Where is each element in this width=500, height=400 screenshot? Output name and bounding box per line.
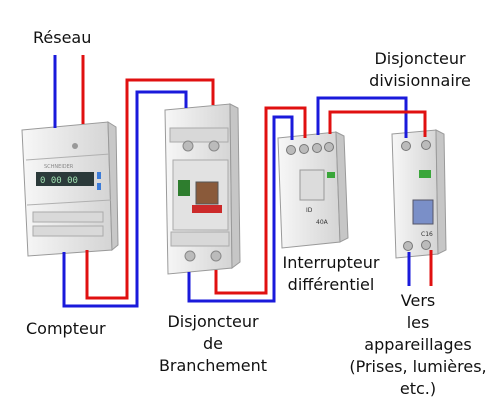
compteur-device: 0 00 00 SCHNEIDER xyxy=(21,121,119,257)
phase-wire-interrupteur-divisionnaire xyxy=(328,110,427,137)
disjoncteur-rating-text: C16 xyxy=(421,231,433,238)
disjoncteur-divisionnaire-device: C16 xyxy=(391,129,447,259)
id-toggle xyxy=(299,169,325,201)
label-disjoncteur-branchement-line1: Disjoncteur xyxy=(167,312,259,331)
meter-brand-text: SCHNEIDER xyxy=(44,164,74,170)
interrupteur-rating-text: 40A xyxy=(316,219,329,226)
breaker-toggle xyxy=(412,199,434,225)
label-disjoncteur-div-line2: divisionnaire xyxy=(369,71,471,90)
neutral-wire-interrupteur-divisionnaire xyxy=(316,96,408,138)
breaker-handle xyxy=(195,181,219,205)
label-interrupteur-line2: différentiel xyxy=(287,275,375,294)
label-interrupteur-differentiel: Interrupteur différentiel xyxy=(276,252,386,296)
label-vers-line2: les xyxy=(406,313,430,332)
label-disjoncteur-branchement-line3: Branchement xyxy=(158,356,268,375)
label-disjoncteur-branchement: Disjoncteur de Branchement xyxy=(148,311,278,377)
brand-logo xyxy=(178,180,190,196)
label-compteur: Compteur xyxy=(26,319,106,338)
label-disjoncteur-div-line1: Disjoncteur xyxy=(374,49,466,68)
meter-display xyxy=(36,172,94,186)
meter-display-text: 0 00 00 xyxy=(40,176,78,186)
label-vers-line1: Vers xyxy=(400,291,436,310)
label-reseau: Réseau xyxy=(33,28,92,47)
interrupteur-model-text: ID xyxy=(306,207,313,214)
label-interrupteur-line1: Interrupteur xyxy=(282,253,380,272)
disjoncteur-branchement-device xyxy=(164,103,241,275)
interrupteur-differentiel-device: ID 40A xyxy=(277,131,349,249)
label-vers-line4: (Prises, lumières, xyxy=(349,357,487,376)
label-vers-line5: etc.) xyxy=(399,379,437,398)
label-disjoncteur-branchement-line2: de xyxy=(203,334,223,353)
label-disjoncteur-divisionnaire: Disjoncteur divisionnaire xyxy=(350,48,490,92)
label-vers-appareillages: Vers les appareillages (Prises, lumières… xyxy=(338,290,498,400)
neutral-wire-compteur-branchement xyxy=(62,90,188,308)
phase-wire-branchement-interrupteur xyxy=(214,106,307,295)
label-vers-line3: appareillages xyxy=(364,335,472,354)
neutral-wire-branchement-interrupteur xyxy=(187,115,294,303)
phase-wire-compteur-branchement xyxy=(85,78,215,300)
